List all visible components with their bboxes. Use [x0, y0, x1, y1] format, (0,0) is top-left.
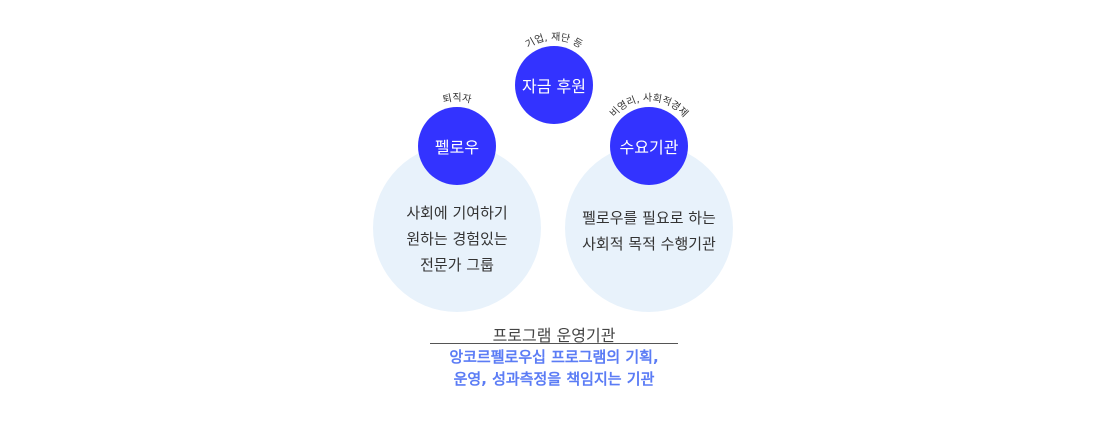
demand-title: 수요기관 [619, 138, 679, 157]
demand-desc-line: 펠로우를 필요로 하는 [582, 209, 716, 227]
divider [430, 343, 678, 344]
demand-desc-line: 사회적 목적 수행기관 [582, 235, 716, 253]
fellow-circle: 펠로우 [418, 107, 496, 185]
demand-circle: 수요기관 [610, 107, 688, 185]
operator-desc-line: 운영, 성과측정을 책임지는 기관 [453, 370, 655, 388]
fellow-desc-line: 전문가 그룹 [420, 256, 494, 274]
operator-description: 앙코르펠로우십 프로그램의 기획, 운영, 성과측정을 책임지는 기관 [400, 346, 708, 390]
operator-desc-line: 앙코르펠로우십 프로그램의 기획, [449, 348, 659, 366]
funding-circle: 자금 후원 [515, 46, 593, 124]
fellow-description: 사회에 기여하기 원하는 경험있는 전문가 그룹 [373, 200, 541, 278]
operator-title: 프로그램 운영기관 [492, 326, 616, 345]
demand-description: 펠로우를 필요로 하는 사회적 목적 수행기관 [565, 205, 733, 257]
fellow-desc-line: 원하는 경험있는 [406, 230, 508, 248]
funding-title: 자금 후원 [522, 77, 586, 96]
funding-tag: 기업, 재단 등 [523, 31, 584, 51]
fellow-desc-line: 사회에 기여하기 [406, 204, 508, 222]
fellow-title: 펠로우 [434, 138, 480, 157]
demand-tag: 비영리, 사회적경제 [607, 92, 690, 120]
fellow-tag: 퇴직자 [442, 92, 473, 106]
